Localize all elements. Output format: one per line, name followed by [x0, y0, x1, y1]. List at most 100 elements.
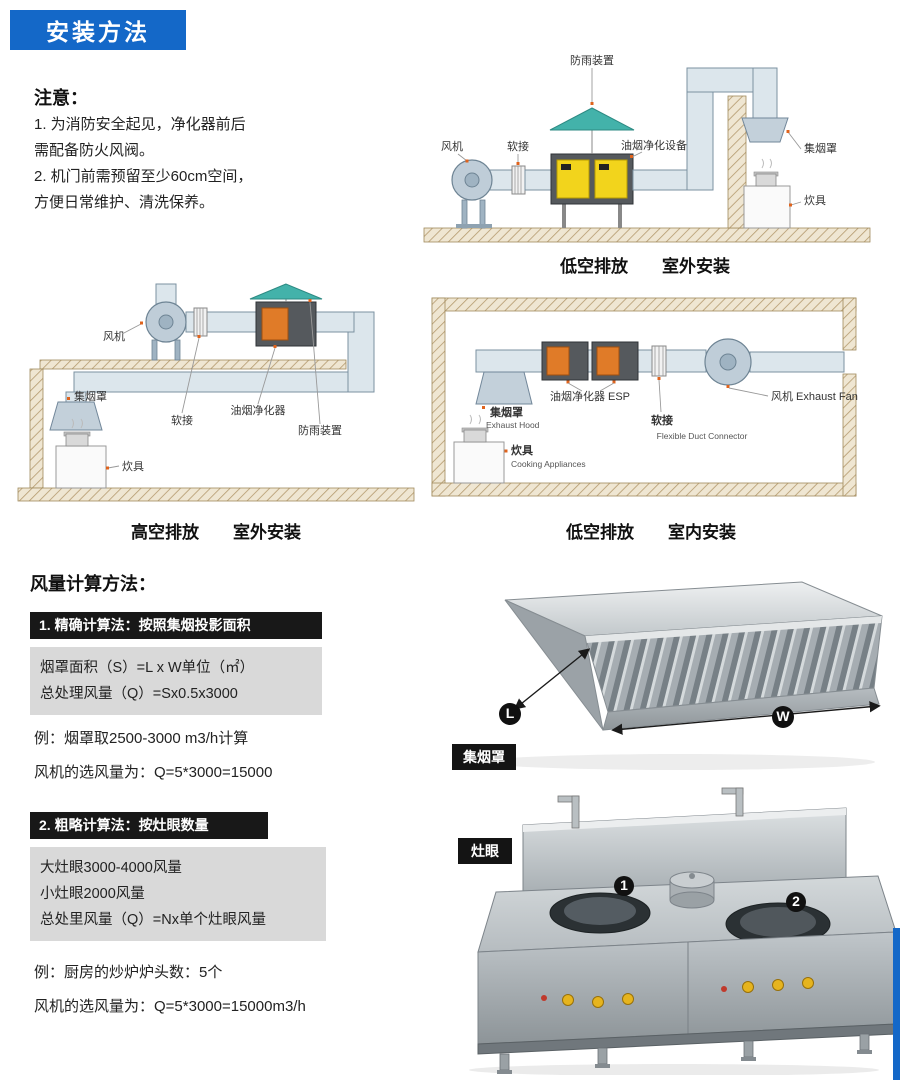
fan-hub	[464, 172, 480, 188]
shadow	[469, 1064, 879, 1075]
stove-label-text: 灶眼	[471, 843, 499, 859]
fan-hub	[158, 314, 174, 330]
formula-line: 总处里风量（Q）=Nx单个灶眼风量	[40, 912, 266, 928]
leg	[499, 1053, 510, 1071]
hood-icon	[741, 117, 789, 143]
notice-text: 1. 为消防安全起见，净化器前后 需配备防火风阀。 2. 机门前需预留至少60c…	[34, 112, 394, 216]
cooker-icon	[453, 441, 505, 484]
floor	[423, 227, 871, 243]
wall-right-upper	[842, 297, 857, 351]
diagram-caption-outdoor-high: 高空排放 室外安装	[10, 518, 422, 543]
notice-line: 方便日常维护、清洗保养。	[34, 194, 215, 211]
burner-marker-1-label: 1	[620, 877, 628, 893]
purifier-panel	[596, 346, 620, 376]
foot	[857, 1050, 872, 1054]
hood-rim-highlight	[585, 616, 882, 643]
wok-pan-1	[564, 897, 636, 925]
caption-right: 室外安装	[233, 523, 301, 542]
hood-label-badge	[452, 744, 516, 770]
purifier-panel	[261, 307, 289, 341]
label-hood: 集烟罩	[804, 141, 837, 155]
diagram-caption-outdoor-low: 低空排放室外安装	[410, 252, 880, 277]
wok-pan-2	[740, 907, 816, 937]
calc-title: 风量计算方法：	[30, 574, 156, 594]
wall	[727, 95, 747, 229]
burner-marker-2-label: 2	[792, 893, 800, 909]
control-knob	[802, 977, 814, 989]
label-rain-cover: 防雨装置	[570, 53, 614, 67]
dimension-w-label: W	[776, 708, 790, 724]
stove-photo: 1 2 灶眼	[458, 787, 897, 1075]
label-cooker: 炊具	[122, 460, 144, 473]
dimension-w-arrow	[611, 701, 881, 735]
label-rain-cover: 防雨装置	[298, 423, 342, 437]
fan-base	[456, 224, 492, 228]
pot	[463, 429, 487, 443]
rain-cover-icon	[249, 283, 323, 300]
fan-stand	[461, 199, 468, 229]
shadow	[485, 754, 875, 770]
purifier-panel	[556, 159, 590, 199]
duct-drop	[752, 67, 778, 119]
leg	[743, 1040, 754, 1058]
rain-cover-icon	[549, 107, 635, 131]
method2-header: 2. 粗略计算法：按灶眼数量	[30, 812, 268, 839]
label-cooker-cn: 炊具	[511, 443, 533, 457]
label-purifier: 油烟净化器	[231, 403, 286, 417]
dimension-w-badge	[772, 706, 794, 728]
formula-line: 大灶眼3000-4000风量	[40, 860, 182, 876]
label-hood: 集烟罩	[74, 389, 107, 403]
floor	[431, 482, 857, 497]
label-cooker-en: Cooking Appliances	[511, 459, 586, 469]
duct	[632, 169, 688, 191]
wall	[29, 368, 44, 489]
foot	[741, 1057, 756, 1061]
method2-formula-box: 大灶眼3000-4000风量 小灶眼2000风量 总处里风量（Q）=Nx单个灶眼…	[30, 847, 326, 941]
control-knob	[622, 993, 634, 1005]
purifier-display	[599, 164, 609, 170]
flex-connector-icon	[511, 165, 526, 195]
duct	[524, 169, 552, 191]
label-fan: 风机 Exhaust Fan	[771, 389, 858, 403]
fan-outlet-duct	[489, 169, 513, 191]
foot	[497, 1070, 512, 1074]
method1-example: 例：烟罩取2500-3000 m3/h计算 风机的选风量为：Q=5*3000=1…	[34, 722, 272, 790]
caption-left: 高空排放	[131, 523, 199, 542]
caption-right: 室内安装	[668, 523, 736, 542]
hood-icon	[49, 401, 103, 431]
control-knob	[592, 996, 604, 1008]
notice-line: 2. 机门前需预留至少60cm空间，	[34, 168, 253, 185]
method1-header: 1. 精确计算法：按照集烟投影面积	[30, 612, 322, 639]
diagram-outdoor-low: 防雨装置 风机 软接 油烟净化设备 集烟罩 炊具	[423, 53, 871, 243]
fan-stand	[479, 199, 486, 229]
pilot-light	[721, 986, 727, 992]
duct	[475, 349, 707, 373]
formula-line: 烟罩面积（S）=L x W单位（㎡）	[40, 660, 255, 676]
steamer-pot-base	[669, 891, 715, 909]
method2-example: 例：厨房的炒炉炉头数：5个 风机的选风量为：Q=5*3000=15000m3/h	[34, 956, 306, 1024]
example-line: 风机的选风量为：Q=5*3000=15000m3/h	[34, 998, 306, 1015]
caption-right: 室外安装	[662, 257, 730, 276]
page-title: 安装方法	[10, 10, 186, 50]
label-fan: 风机	[441, 139, 463, 153]
backsplash-top-edge	[523, 808, 846, 832]
notice-line: 1. 为消防安全起见，净化器前后	[34, 116, 246, 133]
label-hood-cn: 集烟罩	[489, 405, 523, 419]
pot	[755, 173, 777, 187]
dimension-l-arrow	[513, 648, 591, 710]
ceiling	[431, 297, 857, 312]
fan-hub	[719, 353, 737, 371]
leg	[597, 1047, 608, 1065]
steamer-pot-lid	[669, 871, 715, 889]
label-purifier: 油烟净化设备	[621, 138, 687, 152]
label-cooker: 炊具	[804, 194, 826, 207]
hood-icon	[475, 371, 533, 405]
example-line: 风机的选风量为：Q=5*3000=15000	[34, 764, 273, 781]
accent-strip	[893, 928, 900, 1080]
notice-line: 需配备防火风阀。	[34, 142, 155, 159]
label-flex-cn: 软接	[651, 413, 673, 427]
faucet-pipe	[571, 795, 580, 829]
label-flex: 软接	[171, 413, 193, 427]
diagram-indoor-low: 集烟罩 Exhaust Hood 油烟净化器 ESP 软接 Flexible D…	[431, 297, 858, 497]
